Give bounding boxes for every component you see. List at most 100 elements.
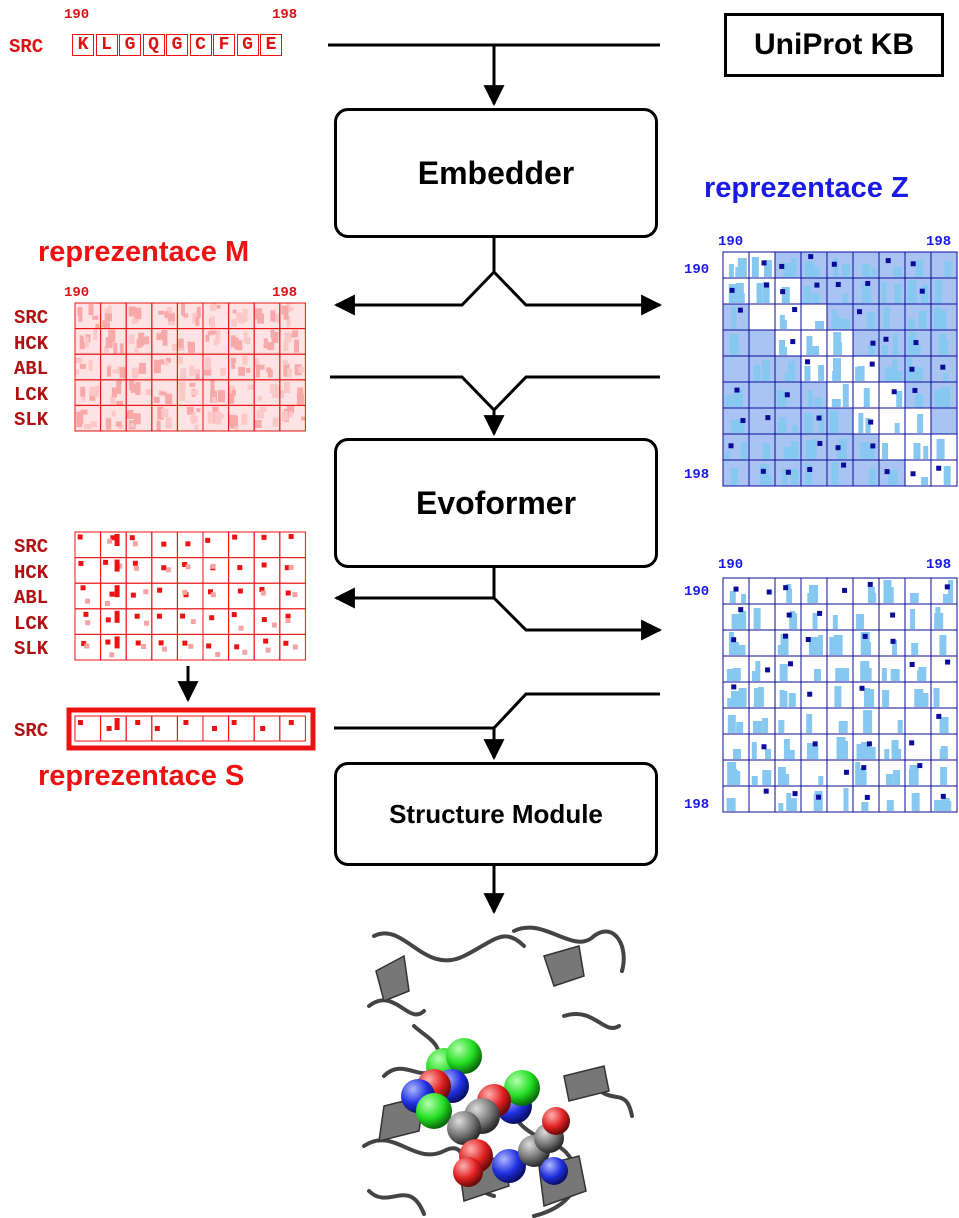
msa-texture — [161, 408, 169, 418]
pair-bar — [943, 594, 951, 603]
msa-texture — [298, 366, 305, 373]
msa-texture — [195, 369, 200, 380]
pair-mark — [765, 667, 771, 673]
pair-bar — [835, 668, 845, 681]
msa-row-label: SRC — [14, 536, 49, 558]
pair-bar — [838, 721, 848, 733]
pair-bar — [909, 765, 919, 785]
msa-texture — [111, 410, 116, 417]
pair-bar — [909, 332, 917, 355]
msa-texture — [242, 308, 248, 322]
msa-texture — [210, 304, 217, 311]
msa-texture — [171, 343, 177, 351]
residue-cell: F — [213, 34, 235, 56]
msa-texture — [142, 336, 150, 345]
pair-mark — [728, 443, 734, 449]
msa-row-label: LCK — [14, 383, 49, 406]
msa-texture — [254, 420, 262, 429]
residue-cell: E — [260, 34, 282, 56]
pair-bar — [918, 311, 927, 329]
msa-out-mark — [285, 613, 291, 619]
pair-bar — [863, 668, 872, 681]
msa-texture — [118, 425, 124, 430]
pair-bar — [786, 589, 792, 603]
pair-bar — [842, 384, 849, 407]
pair-bar — [737, 258, 747, 277]
msa-texture — [210, 390, 218, 403]
pair-bar — [882, 690, 890, 707]
msa-out-mark — [157, 587, 163, 593]
pair-bar — [829, 424, 836, 433]
pair-bar — [884, 749, 890, 759]
single-mark — [212, 726, 217, 731]
pair-bar — [778, 803, 784, 811]
pair-bar — [790, 441, 799, 459]
single-mark — [135, 720, 141, 725]
pair-cell-bg — [749, 330, 775, 356]
pair-bar — [735, 419, 745, 433]
msa-out-mark — [182, 589, 188, 595]
msa-texture — [164, 361, 169, 366]
pair-mark — [763, 788, 769, 794]
pair-mark — [729, 287, 735, 293]
pair-bar — [883, 580, 892, 603]
pair-mark — [890, 638, 896, 644]
pair-mark — [940, 364, 946, 370]
pair-mark — [909, 366, 915, 372]
evoformer-box: Evoformer — [334, 438, 658, 568]
msa-out-mark — [185, 564, 191, 570]
pair-cell — [930, 785, 958, 813]
pair-bar — [841, 319, 850, 329]
msa-out-mark — [161, 646, 167, 652]
pair-cell-bg — [775, 682, 801, 708]
msa-texture — [156, 333, 164, 341]
pair-bar — [863, 710, 873, 733]
msa-texture — [242, 355, 248, 365]
pair-bar — [860, 442, 869, 459]
pair-bar — [790, 798, 797, 811]
pair-bar — [753, 721, 763, 733]
msa-out-mark — [190, 619, 196, 625]
msa-texture — [241, 413, 248, 425]
msa-texture — [229, 414, 237, 426]
pair-bar — [761, 360, 770, 381]
msa-out-mark — [114, 636, 120, 649]
msa-texture — [191, 412, 196, 424]
msa-out-mark — [135, 640, 141, 646]
pair-cell-bg — [827, 604, 853, 630]
pair-bar — [765, 749, 772, 759]
pair-bar — [812, 267, 820, 277]
msa-texture — [257, 364, 265, 370]
pair-bar — [833, 635, 843, 655]
pair-mark — [835, 445, 841, 451]
msa-texture — [113, 342, 118, 354]
pair-mark — [890, 612, 896, 618]
msa-texture — [108, 329, 116, 342]
pair-bar — [762, 770, 772, 785]
msa-texture — [112, 369, 118, 374]
msa-texture — [159, 359, 165, 365]
msa-texture — [297, 387, 304, 397]
msa-out-mark — [84, 643, 90, 649]
msa-out-mark — [283, 640, 289, 646]
pair-bar — [732, 668, 741, 681]
msa-out-mark — [117, 563, 123, 569]
pair-bar — [868, 343, 875, 355]
msa-out-mark — [182, 640, 188, 646]
msa-out-mark — [104, 601, 110, 607]
pair-cell-bg — [827, 578, 853, 604]
pair-bar — [881, 668, 887, 681]
pair-mark — [945, 659, 951, 665]
pair-bar — [915, 344, 921, 355]
pair-bar — [805, 440, 815, 459]
pair-bar — [943, 373, 949, 381]
pair-bar — [818, 413, 824, 433]
msa-out-mark — [288, 534, 294, 540]
pair-mark — [805, 359, 811, 365]
pair-mark — [737, 307, 743, 313]
pair-bar — [865, 642, 872, 655]
msa-texture — [178, 356, 183, 365]
pair-mark — [733, 586, 739, 592]
